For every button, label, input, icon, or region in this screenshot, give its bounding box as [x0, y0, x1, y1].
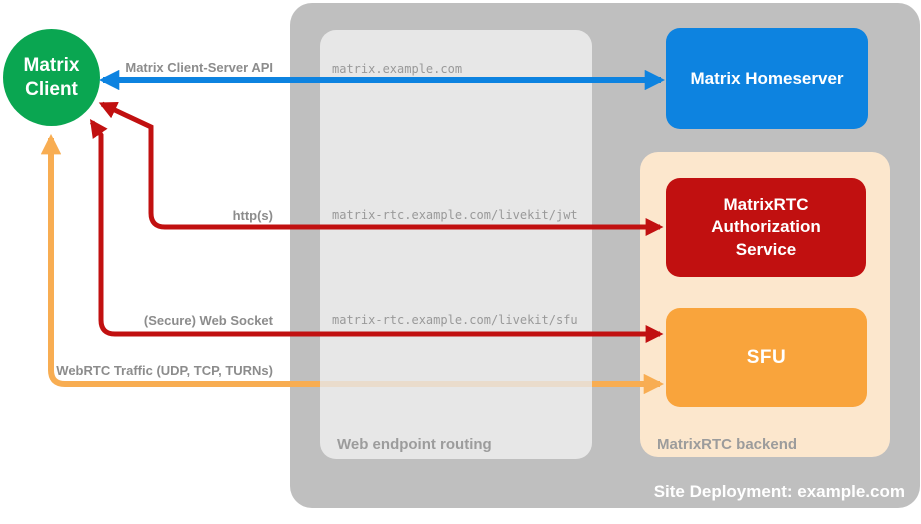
endpoint-matrix-example-com: matrix.example.com: [332, 62, 463, 76]
sfu-node: SFU: [666, 308, 867, 407]
web-endpoint-routing-box: [320, 30, 592, 459]
matrix-homeserver-label: Matrix Homeserver: [690, 68, 844, 88]
webrtc-traffic-arrow: [40, 133, 320, 387]
matrixrtc-authorization-service-label: MatrixRTC Authorization Service: [711, 195, 821, 259]
matrixrtc-backend-caption: MatrixRTC backend: [657, 436, 798, 453]
matrix-client-node: Matrix Client: [3, 29, 100, 126]
matrixrtc-authorization-service-node: MatrixRTC Authorization Service: [666, 178, 866, 277]
endpoint-livekit-jwt: matrix-rtc.example.com/livekit/jwt: [332, 208, 578, 222]
client-server-api-label: Matrix Client-Server API: [125, 60, 273, 75]
websocket-label: (Secure) Web Socket: [143, 313, 273, 328]
web-endpoint-routing-caption: Web endpoint routing: [337, 436, 492, 453]
endpoint-livekit-sfu: matrix-rtc.example.com/livekit/sfu: [332, 313, 578, 327]
sfu-label: SFU: [746, 346, 787, 368]
matrix-client-label: Matrix Client: [23, 54, 80, 100]
site-deployment-title: Site Deployment: example.com: [653, 482, 905, 501]
https-label: http(s): [232, 208, 273, 223]
matrix-homeserver-node: Matrix Homeserver: [666, 28, 868, 129]
webrtc-traffic-label: WebRTC Traffic (UDP, TCP, TURNs): [56, 363, 273, 378]
